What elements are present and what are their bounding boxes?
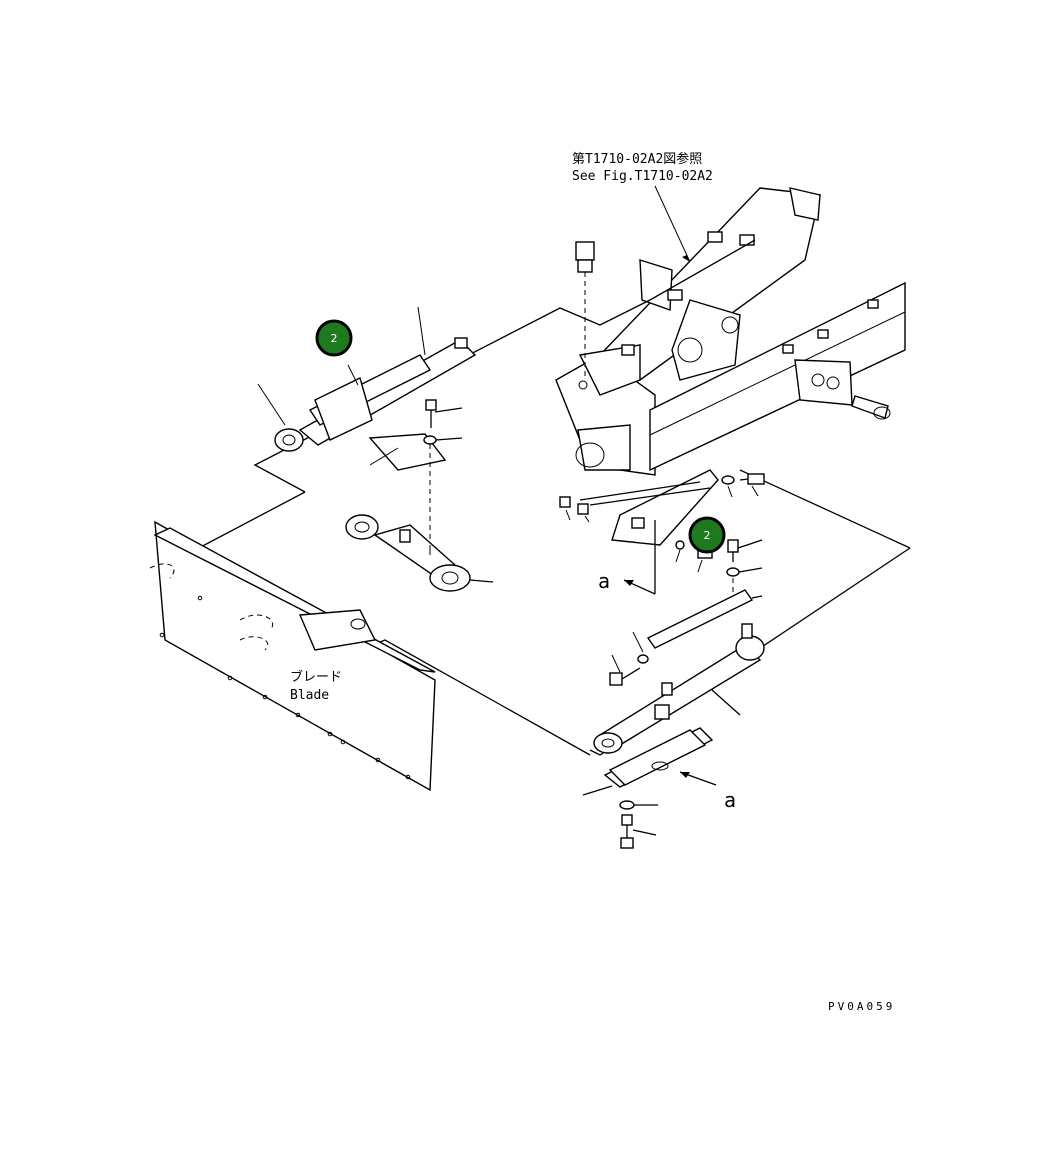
upper-left-cylinder xyxy=(274,337,477,471)
callout-badge-upper-left[interactable]: 2 xyxy=(315,319,353,357)
leader-line xyxy=(417,306,426,356)
frame-outline-line-2 xyxy=(739,469,911,549)
reference-leader xyxy=(654,185,691,263)
right-lower-cylinder xyxy=(593,589,765,754)
frame-outline-line-3 xyxy=(589,547,911,756)
svg-text:2: 2 xyxy=(704,529,711,542)
reference-text-en: See Fig.T1710-02A2 xyxy=(572,169,713,184)
leader-line xyxy=(257,383,286,426)
reference-arrowhead xyxy=(682,255,690,262)
figure-code: PV0A059 xyxy=(828,1000,895,1013)
frame-pin xyxy=(575,241,595,380)
blade-label-jp: ブレード xyxy=(290,669,342,685)
view-marker-arrowhead-2 xyxy=(680,772,690,778)
callout-badge-right[interactable]: 2 xyxy=(688,516,726,554)
middle-left-cylinder xyxy=(345,514,494,592)
reference-text-jp: 第T1710-02A2図参照 xyxy=(572,151,702,167)
svg-text:2: 2 xyxy=(331,332,338,345)
view-marker-arrowhead xyxy=(624,580,634,586)
blade-assembly xyxy=(149,520,436,792)
frame-outline-line-4 xyxy=(194,491,306,551)
leader-line xyxy=(347,364,359,386)
right-lower-bolt-set xyxy=(609,631,649,686)
main-frame xyxy=(555,187,906,476)
right-upper-cover xyxy=(559,469,765,546)
upper-bolt-set xyxy=(423,399,463,545)
bottom-cover xyxy=(582,727,714,849)
view-marker-a-lower: a xyxy=(724,788,736,812)
blade-label-en: Blade xyxy=(290,688,329,703)
frame-outline-line xyxy=(253,239,756,493)
view-marker-a-upper: a xyxy=(598,569,610,593)
